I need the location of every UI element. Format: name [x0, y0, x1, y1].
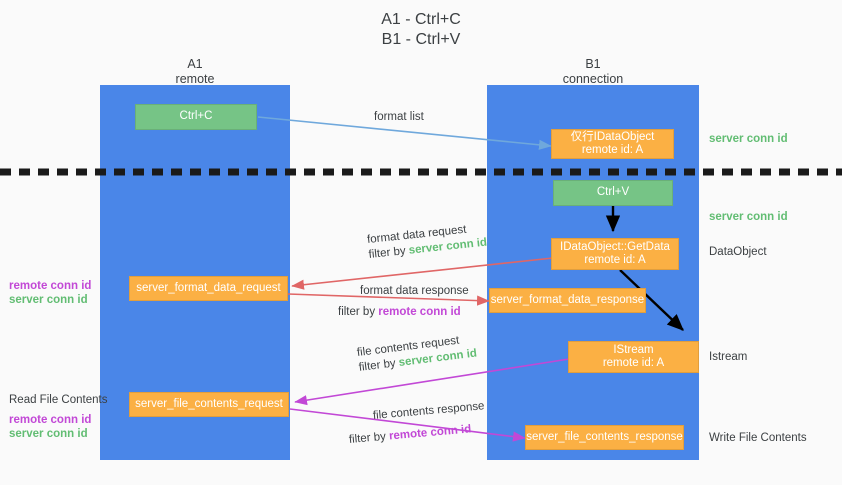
arrow-file-contents-response — [289, 408, 526, 442]
title-line-1: A1 - Ctrl+C — [381, 11, 461, 28]
edge-file-contents-response-prefix: filter by — [348, 430, 390, 446]
edge-file-contents-request-prefix: filter by — [358, 357, 400, 374]
right-label-write-file-contents: Write File Contents — [709, 432, 807, 444]
box-server-file-contents-request[interactable]: server_file_contents_request — [129, 392, 289, 417]
box-idataobject-line-2: remote id: A — [581, 144, 644, 156]
left-label-server-conn-id-2: server conn id — [9, 428, 88, 440]
right-label-server-conn-id-mid: server conn id — [709, 211, 788, 223]
box-getdata-line-2: remote id: A — [584, 254, 646, 266]
box-server-format-data-response[interactable]: server_format_data_response — [489, 288, 646, 313]
left-label-server-conn-id-1: server conn id — [9, 294, 88, 306]
edge-format-data-request-prefix: filter by — [368, 244, 410, 261]
box-getdata-line-1: IDataObject::GetData — [560, 240, 670, 253]
diagram-title: A1 - Ctrl+C B1 - Ctrl+V — [0, 10, 842, 50]
box-istream-line-2: remote id: A — [602, 357, 665, 369]
box-idataobject-line-1: 仅行IDataObject — [570, 130, 655, 143]
box-istream[interactable]: IStream remote id: A — [568, 341, 699, 373]
box-istream-line-1: IStream — [613, 343, 654, 356]
edge-label-format-data-response: format data response — [360, 284, 469, 299]
edge-format-list-text: format list — [374, 111, 424, 123]
lane-a1-sub: remote — [175, 72, 215, 86]
edge-format-data-response-prefix: filter by — [338, 306, 379, 318]
edge-label-format-data-response-filter: filter by remote conn id — [338, 305, 461, 320]
box-ctrl-c-label: Ctrl+C — [179, 110, 213, 123]
edge-format-data-response-key: remote conn id — [378, 306, 461, 318]
box-server-file-contents-request-label: server_file_contents_request — [135, 397, 283, 410]
box-idataobject[interactable]: 仅行IDataObject remote id: A — [551, 129, 674, 159]
lane-header-b1: B1 connection — [487, 57, 699, 87]
arrow-file-contents-request — [294, 358, 570, 406]
left-label-read-file-contents: Read File Contents — [9, 394, 108, 406]
box-server-file-contents-response[interactable]: server_file_contents_response — [525, 425, 684, 450]
box-server-file-contents-response-label: server_file_contents_response — [526, 430, 683, 443]
left-label-remote-conn-id-2: remote conn id — [9, 414, 92, 426]
arrow-getdata-to-istream — [619, 269, 684, 331]
lane-a1-name: A1 — [187, 57, 203, 71]
edge-label-format-list: format list — [374, 110, 424, 125]
box-ctrl-v-label: Ctrl+V — [596, 186, 630, 199]
arrow-format-list — [257, 116, 552, 150]
arrow-format-data-response — [287, 293, 490, 306]
edge-format-data-response-line-1: format data response — [360, 285, 469, 297]
arrow-format-data-request — [291, 257, 554, 290]
box-ctrl-v[interactable]: Ctrl+V — [553, 180, 673, 206]
box-ctrl-c[interactable]: Ctrl+C — [135, 104, 257, 130]
right-label-istream: Istream — [709, 351, 748, 363]
lane-b1-name: B1 — [585, 57, 601, 71]
box-server-format-data-request-label: server_format_data_request — [136, 281, 281, 294]
box-server-format-data-response-label: server_format_data_response — [490, 293, 645, 306]
right-label-server-conn-id-top: server conn id — [709, 133, 788, 145]
title-line-2: B1 - Ctrl+V — [381, 31, 461, 48]
right-label-dataobject: DataObject — [709, 246, 767, 258]
box-idataobject-getdata[interactable]: IDataObject::GetData remote id: A — [551, 238, 679, 270]
lane-header-a1: A1 remote — [100, 57, 290, 87]
left-label-remote-conn-id-1: remote conn id — [9, 280, 92, 292]
lane-b1-sub: connection — [562, 72, 624, 86]
box-server-format-data-request[interactable]: server_format_data_request — [129, 276, 288, 301]
